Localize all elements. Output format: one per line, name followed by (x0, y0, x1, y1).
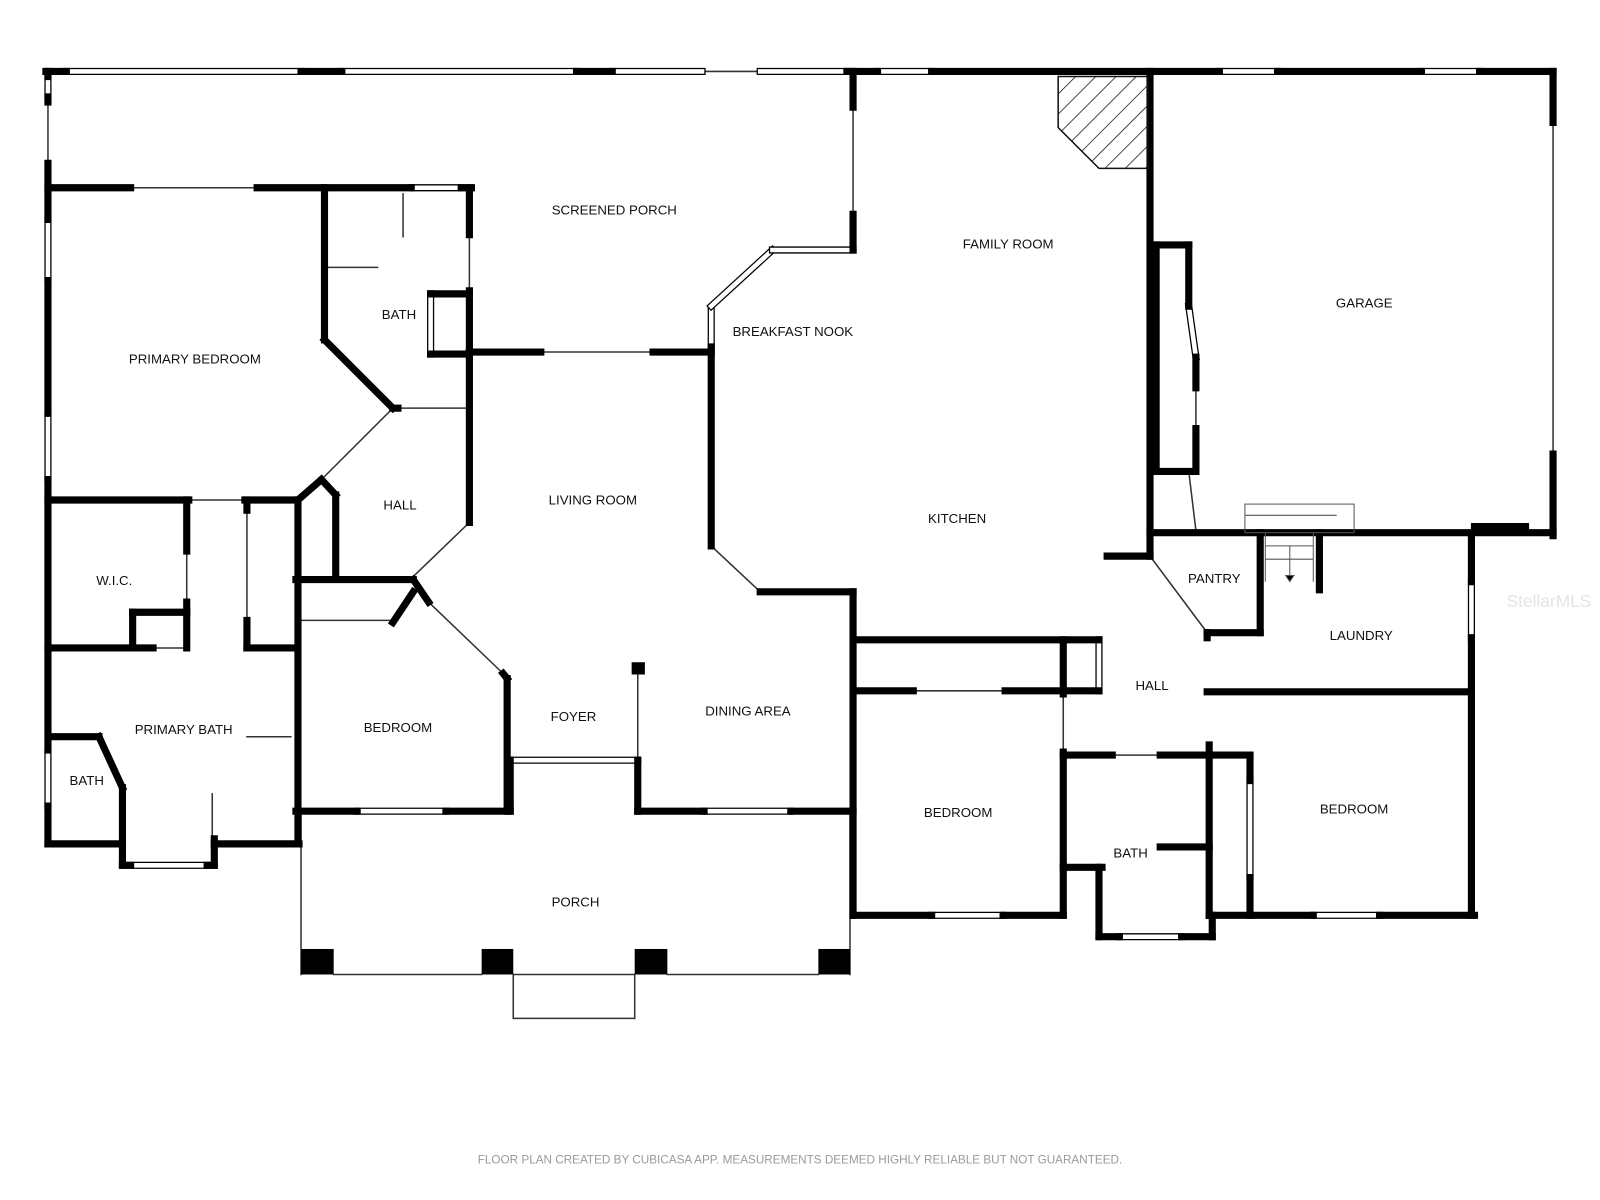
wall (387, 586, 419, 628)
room-label-kitchen: KITCHEN (928, 511, 986, 526)
room-label-family-room: FAMILY ROOM (963, 236, 1054, 251)
wall (408, 574, 434, 608)
room-label-bath: BATH (382, 307, 416, 322)
room-label-hall: HALL (383, 498, 416, 513)
porch-post (481, 948, 514, 975)
room-label-pantry: PANTRY (1188, 571, 1241, 586)
room-label-bedroom: BEDROOM (1320, 802, 1388, 817)
wall (319, 334, 398, 414)
porch-post (634, 948, 668, 975)
room-label-screened-porch: SCREENED PORCH (552, 203, 677, 218)
window-glass (707, 246, 776, 310)
room-label-bedroom: BEDROOM (364, 720, 432, 735)
thin-line (1187, 470, 1197, 532)
post (631, 662, 645, 675)
porch-post (818, 948, 850, 975)
room-label-garage: GARAGE (1336, 296, 1393, 311)
fireplace-hatch (1057, 75, 1149, 170)
room-label-living-room: LIVING ROOM (549, 493, 637, 508)
window-glass (1186, 303, 1199, 360)
room-label-bath: BATH (1113, 846, 1147, 861)
watermark-logo: StellarMLS (1507, 591, 1592, 611)
footer-disclaimer: FLOOR PLAN CREATED BY CUBICASA APP. MEAS… (478, 1153, 1122, 1166)
room-label-wic: W.I.C. (96, 573, 132, 588)
room-label-breakfast-nook: BREAKFAST NOOK (733, 324, 854, 339)
room-label-primary-bedroom: PRIMARY BEDROOM (129, 352, 261, 367)
room-label-laundry: LAUNDRY (1330, 628, 1393, 643)
windows (44, 67, 1484, 941)
room-label-porch: PORCH (552, 895, 600, 910)
thin-line (1148, 555, 1209, 634)
thin-line (710, 544, 762, 593)
porch-post (301, 948, 334, 975)
wall (94, 731, 128, 793)
thin-line (427, 600, 505, 675)
room-label-hall: HALL (1135, 678, 1168, 693)
wall (292, 474, 327, 506)
garage-stairs (1244, 503, 1355, 583)
thin-line (320, 407, 394, 481)
room-label-bedroom: BEDROOM (924, 805, 992, 820)
room-label-foyer: FOYER (551, 709, 597, 724)
porch-posts (301, 948, 850, 975)
room-label-primary-bath: PRIMARY BATH (135, 722, 233, 737)
thin-lines (47, 70, 1554, 1020)
thin-line (412, 521, 471, 578)
walls (42, 67, 1557, 941)
room-label-bath: BATH (70, 773, 104, 788)
room-label-dining-area: DINING AREA (705, 704, 791, 719)
